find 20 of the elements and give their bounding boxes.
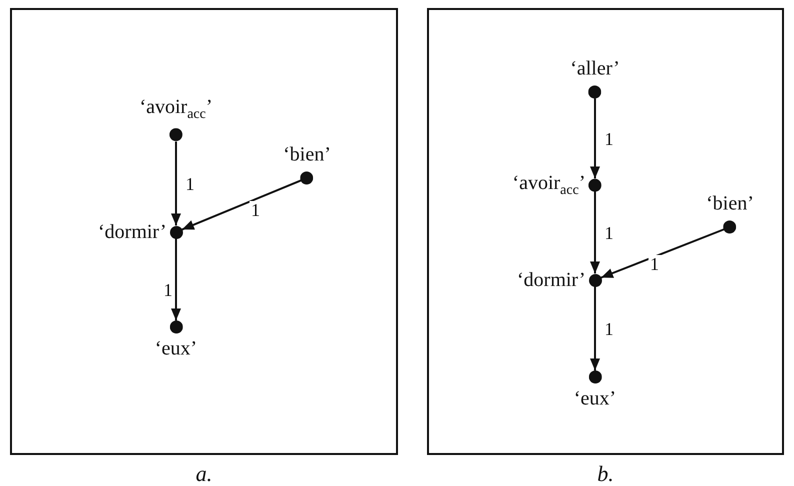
arrow [171, 142, 181, 226]
panel-caption: b. [597, 461, 614, 486]
arrow [182, 180, 302, 230]
edge-label: 1 [648, 254, 661, 272]
node-label: ‘avoir$_{acc}$’ [512, 172, 586, 198]
panel-caption: a. [196, 461, 212, 486]
node-label: ‘bien’ [283, 144, 331, 166]
node-label: ‘dormir’ [98, 221, 166, 243]
node-label: ‘bien’ [706, 192, 754, 214]
edge-label: 1 [249, 201, 262, 219]
arrow [600, 228, 724, 279]
arrow [590, 192, 600, 274]
arrow [171, 238, 181, 320]
node-label: ‘eux’ [154, 338, 198, 360]
node-label: ‘aller’ [570, 58, 620, 80]
arrow [590, 98, 600, 178]
node-label: ‘avoir$_{acc}$’ [139, 96, 213, 122]
arrow [590, 286, 600, 370]
node-label: ‘eux’ [574, 388, 616, 410]
node-label: ‘dormir’ [517, 269, 586, 291]
